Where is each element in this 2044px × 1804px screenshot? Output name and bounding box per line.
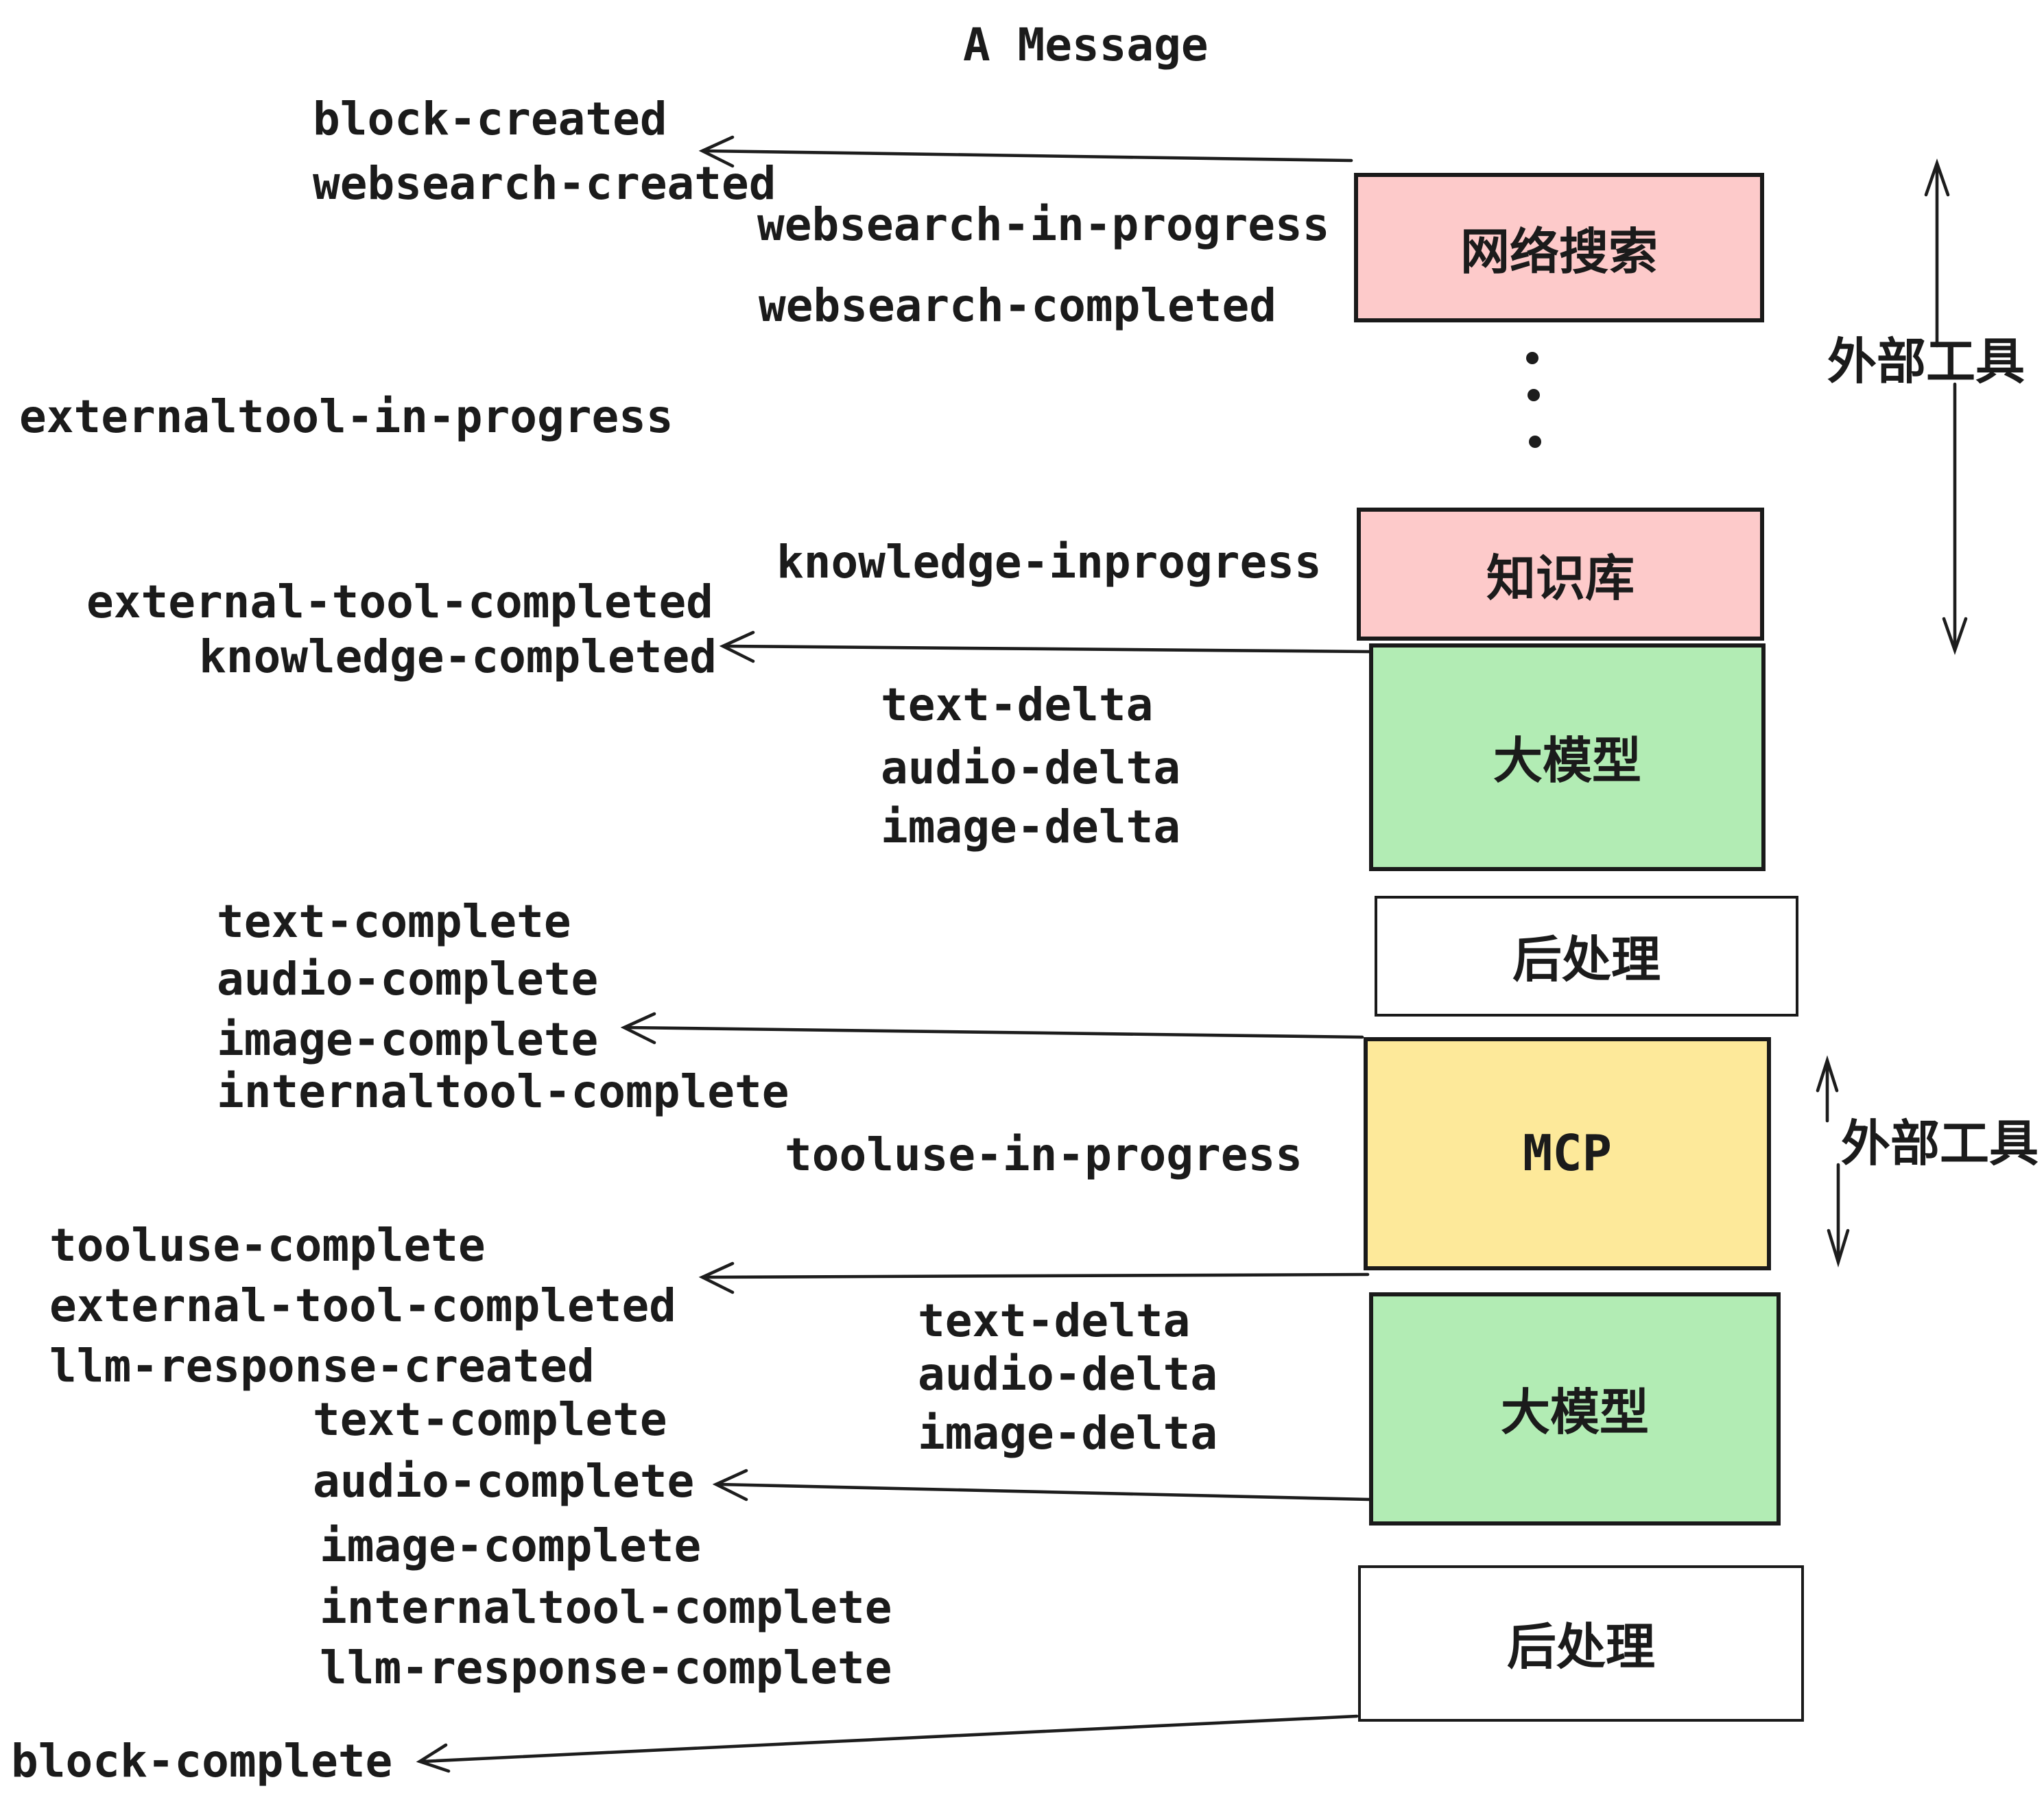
external-tool-up-arrow-2 [1816, 1055, 1839, 1123]
event-internaltool-complete-2: internaltool-complete [320, 1580, 892, 1634]
box-llm-2-label: 大模型 [1500, 1386, 1649, 1442]
event-knowledge-completed: knowledge-completed [199, 630, 717, 683]
arrow-to-knowledge-completed [719, 630, 1371, 663]
event-image-complete-1: image-complete [217, 1012, 599, 1066]
external-tool-up-arrow-1 [1924, 158, 1950, 348]
event-websearch-in-progress: websearch-in-progress [757, 198, 1330, 251]
page-title: A Message [963, 18, 1209, 71]
event-tooluse-in-progress: tooluse-in-progress [785, 1128, 1303, 1181]
box-mcp-label: MCP [1522, 1126, 1613, 1182]
event-websearch-completed: websearch-completed [759, 278, 1276, 332]
event-internaltool-complete-1: internaltool-complete [217, 1065, 789, 1118]
event-websearch-created: websearch-created [313, 156, 776, 210]
event-externaltool-in-progress: externaltool-in-progress [19, 390, 674, 443]
box-llm-2: 大模型 [1369, 1292, 1781, 1526]
arrow-to-block-created [698, 135, 1353, 168]
event-tooluse-complete: tooluse-complete [49, 1218, 486, 1272]
arrow-to-block-complete [416, 1714, 1359, 1773]
box-websearch-label: 网络搜索 [1460, 224, 1658, 281]
external-tool-down-arrow-1 [1942, 382, 1968, 656]
arrow-to-image-complete [620, 1012, 1364, 1045]
event-audio-complete-1: audio-complete [217, 952, 599, 1006]
ellipsis-dots [1526, 352, 1541, 448]
event-text-complete-1: text-complete [217, 894, 571, 948]
box-postprocess-2-label: 后处理 [1506, 1620, 1655, 1676]
arrow-to-tooluse-complete [698, 1261, 1370, 1294]
arrow-to-audio-complete [712, 1469, 1371, 1502]
box-llm-1: 大模型 [1369, 643, 1766, 871]
event-external-tool-completed-2: external-tool-completed [49, 1279, 676, 1332]
external-tools-label-1: 外部工具 [1827, 335, 2025, 391]
event-text-complete-2: text-complete [313, 1392, 667, 1446]
event-text-delta-2: text-delta [918, 1294, 1191, 1347]
box-postprocess-1-label: 后处理 [1512, 933, 1661, 989]
event-block-complete: block-complete [11, 1734, 393, 1788]
box-llm-1-label: 大模型 [1493, 734, 1641, 790]
box-knowledge-label: 知识库 [1486, 551, 1635, 607]
event-block-created: block-created [313, 92, 667, 145]
event-knowledge-inprogress: knowledge-inprogress [776, 535, 1322, 589]
box-postprocess-1: 后处理 [1375, 896, 1798, 1017]
box-websearch: 网络搜索 [1354, 173, 1764, 322]
event-audio-complete-2: audio-complete [313, 1454, 695, 1508]
event-llm-response-complete: llm-response-complete [320, 1641, 892, 1694]
box-postprocess-2: 后处理 [1358, 1565, 1804, 1722]
event-image-delta-1: image-delta [881, 800, 1181, 853]
event-image-complete-2: image-complete [320, 1519, 702, 1572]
event-llm-response-created: llm-response-created [49, 1339, 595, 1392]
external-tools-label-2: 外部工具 [1841, 1117, 2039, 1173]
event-text-delta-1: text-delta [881, 678, 1154, 731]
box-knowledge: 知识库 [1357, 508, 1764, 641]
box-mcp: MCP [1364, 1037, 1771, 1270]
external-tool-down-arrow-2 [1827, 1163, 1850, 1268]
event-external-tool-completed-1: external-tool-completed [86, 575, 713, 628]
event-audio-delta-2: audio-delta [918, 1347, 1218, 1401]
event-image-delta-2: image-delta [918, 1406, 1218, 1460]
event-audio-delta-1: audio-delta [881, 741, 1181, 794]
